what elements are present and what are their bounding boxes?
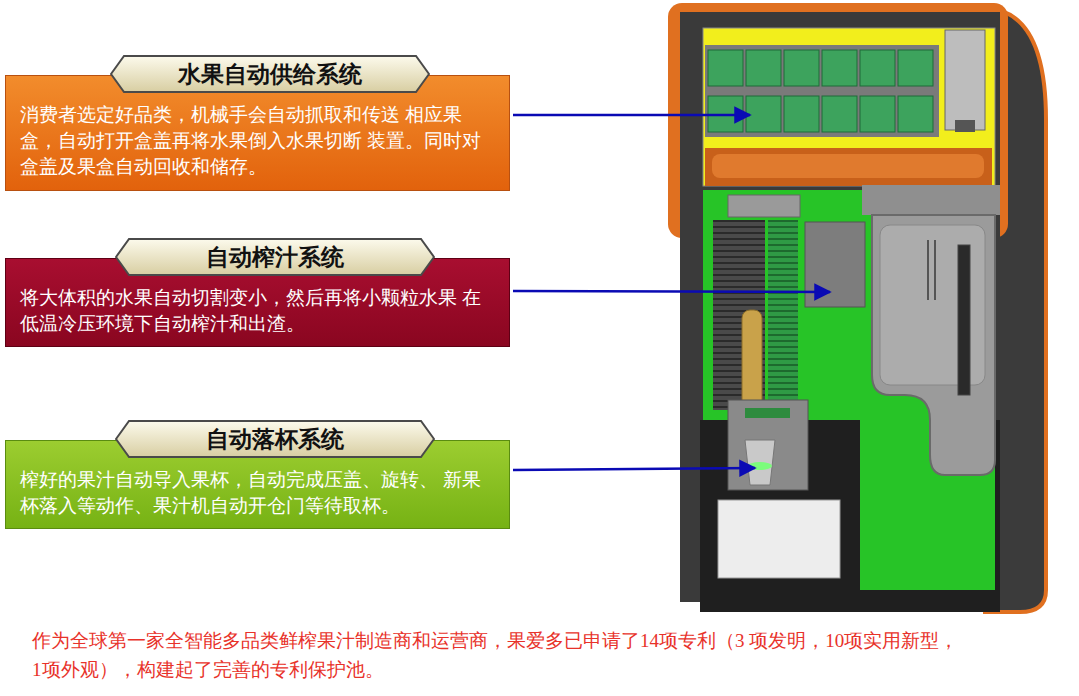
leader-arrow [513,468,755,470]
fruit-box [822,50,857,86]
waste-chute [862,185,1000,215]
callout-group: 榨好的果汁自动导入果杯，自动完成压盖、旋转、 新果杯落入等动作、果汁机自动开仓门… [5,420,510,530]
heading-text: 自动落杯系统 [206,424,344,455]
description-text: 消费者选定好品类，机械手会自动抓取和传送 相应果盒，自动打开盒盖再将水果倒入水果… [20,102,497,181]
waste-bin [872,215,995,475]
juice-cup [745,440,775,485]
cutter-box [805,222,865,307]
fruit-box [746,96,781,132]
door-handle [927,240,929,300]
press-column [713,220,765,410]
heading-text: 水果自动供给系统 [178,59,362,90]
cup-station [728,400,808,490]
cup-lid [745,408,790,418]
door-handle [934,240,936,300]
fruit-tray-inner [712,154,984,178]
heading-text: 自动榨汁系统 [206,242,344,273]
juicer-chamber [860,190,995,590]
cup-storage [718,500,840,578]
caption-note: 作为全球第一家全智能多品类鲜榨果汁制造商和运营商，果爱多已申请了14项专利（3 … [32,626,967,685]
heading-banner: 水果自动供给系统 [110,55,430,93]
fruit-box [784,96,819,132]
fruit-box [784,50,819,86]
description-text: 榨好的果汁自动导入果杯，自动完成压盖、旋转、 新果杯落入等动作、果汁机自动开仓门… [20,467,497,519]
fruit-box [822,96,857,132]
heading-banner: 自动落杯系统 [115,420,435,458]
fruit-box [860,96,895,132]
fruit-box [708,50,743,86]
press-column [768,220,798,410]
door-window [958,245,970,395]
box-rack [705,45,939,137]
fruit-box [860,50,895,86]
leader-arrow [513,114,750,117]
heading-banner: 自动榨汁系统 [115,238,435,276]
juicer-chamber [703,190,995,420]
banner-outline [111,56,429,92]
robot-gripper [955,120,975,132]
robot-arm [945,30,985,130]
fruit-box [898,96,933,132]
banner-outline [116,239,434,275]
banner-outline [116,421,434,457]
fruit-box [898,50,933,86]
callout-group: 消费者选定好品类，机械手会自动抓取和传送 相应果盒，自动打开盒盖再将水果倒入水果… [5,55,510,191]
callout-group: 将大体积的水果自动切割变小，然后再将小颗粒水果 在低温冷压环境下自动榨汁和出渣。… [5,238,510,348]
press-screw [742,310,762,410]
description-text: 将大体积的水果自动切割变小，然后再将小颗粒水果 在低温冷压环境下自动榨汁和出渣。 [20,285,497,337]
fruit-tray [705,148,992,186]
caption-area: 作为全球第一家全智能多品类鲜榨果汁制造商和运营商，果爱多已申请了14项专利（3 … [32,626,967,685]
housing-body [680,12,1000,602]
supply-chamber [703,28,995,186]
leader-arrow [513,291,830,292]
fruit-box [746,50,781,86]
cutter-top [728,195,800,217]
